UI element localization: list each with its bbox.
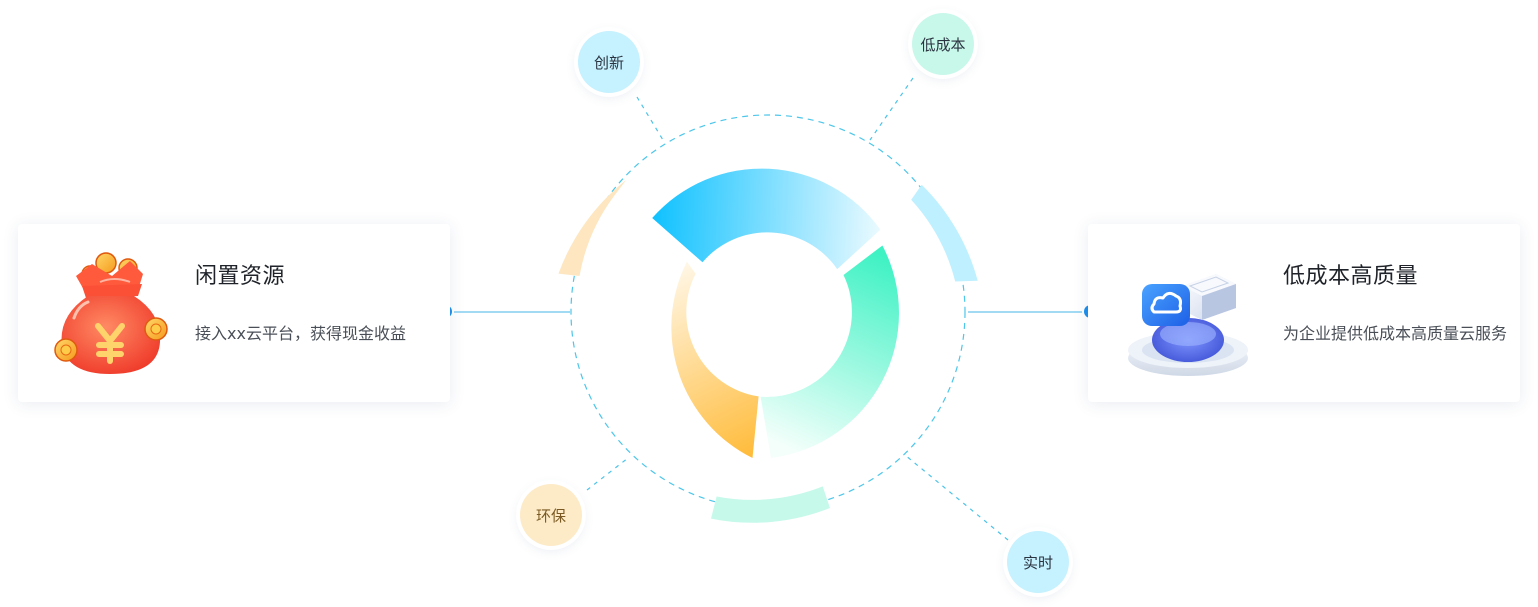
- bubble-realtime-label: 实时: [1022, 553, 1053, 572]
- low-cost-high-quality-title: 低成本高质量: [1283, 264, 1419, 289]
- accent-arc-mint: [711, 486, 830, 523]
- bubble-innovation: 创新: [578, 31, 640, 93]
- cloud-server-icon: [1128, 274, 1248, 376]
- bubble-low-cost: 低成本: [912, 13, 974, 75]
- donut-segment-mint: [760, 245, 899, 458]
- accent-arc-orange: [558, 179, 627, 276]
- bubble-realtime: 实时: [1007, 531, 1069, 593]
- donut-segment-cyan: [652, 168, 881, 270]
- idle-resources-title: 闲置资源: [195, 264, 286, 289]
- bubble-connectors: [586, 77, 1009, 541]
- bubble-eco: 环保: [520, 484, 582, 546]
- money-bag-icon: [54, 252, 168, 374]
- low-cost-high-quality-card: 低成本高质量 为企业提供低成本高质量云服务: [1088, 224, 1520, 402]
- accent-arc-cyan: [911, 184, 978, 282]
- low-cost-high-quality-description: 为企业提供低成本高质量云服务: [1283, 324, 1508, 343]
- idle-resources-card: 闲置资源 接入xx云平台，获得现金收益: [18, 224, 450, 402]
- bubble-innovation-label: 创新: [593, 53, 624, 72]
- bubble-eco-label: 环保: [535, 506, 566, 525]
- donut-segment-orange: [671, 261, 759, 458]
- bubble-low-cost-label: 低成本: [920, 35, 966, 54]
- idle-resources-description: 接入xx云平台，获得现金收益: [195, 324, 406, 343]
